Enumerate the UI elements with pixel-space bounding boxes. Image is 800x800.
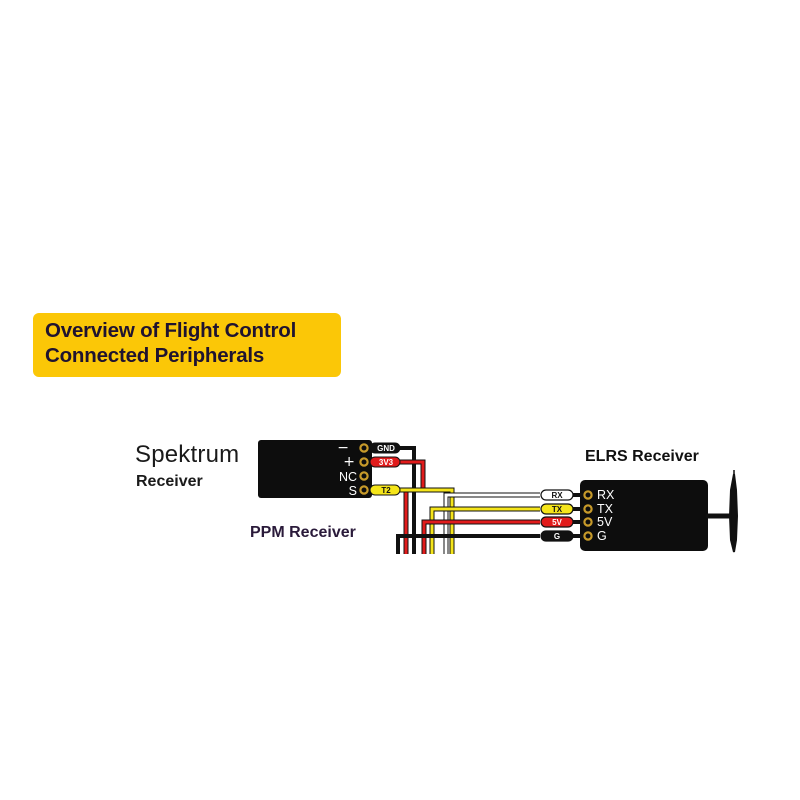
wire-tag-3v3: 3V3 — [379, 458, 394, 467]
wire-spektrum-gnd — [394, 446, 416, 554]
wire-tag-tx: TX — [552, 505, 563, 514]
pad — [583, 517, 593, 527]
spektrum-pin-nc-label: NC — [339, 470, 357, 484]
wire-tag-5v: 5V — [552, 518, 562, 527]
elrs-board — [580, 480, 708, 551]
elrs-pin-5v-label: 5V — [597, 515, 613, 529]
elrs-pads — [583, 490, 593, 541]
wire-tag-g: G — [554, 532, 560, 541]
wire-tag-rx: RX — [551, 491, 563, 500]
elrs-pin-tx-label: TX — [597, 502, 614, 516]
title-line-2: Connected Peripherals — [45, 344, 265, 367]
pad — [583, 531, 593, 541]
elrs-pin-g-label: G — [597, 529, 607, 543]
elrs-receiver-label: ELRS Receiver — [585, 448, 699, 465]
pad — [359, 471, 369, 481]
spektrum-pin-plus-label: + — [343, 454, 355, 470]
pad — [359, 443, 369, 453]
spektrum-pin-labels: − + NC S — [337, 440, 357, 498]
wire-tag-t2: T2 — [381, 486, 391, 495]
ppm-receiver-label: PPM Receiver — [250, 524, 356, 541]
wire-elrs-g — [396, 534, 540, 554]
spektrum-pads — [359, 443, 369, 495]
spektrum-brand-label: Spektrum — [135, 441, 240, 468]
pad — [583, 490, 593, 500]
title-line-1: Overview of Flight Control — [45, 319, 297, 342]
spektrum-pin-s-label: S — [349, 484, 357, 498]
wire-trunk — [394, 446, 540, 554]
spektrum-board — [258, 440, 372, 498]
pad — [583, 504, 593, 514]
elrs-wire-tags: RX TX 5V G — [540, 489, 583, 542]
antenna-icon — [705, 470, 738, 553]
elrs-pin-rx-label: RX — [597, 488, 615, 502]
wire-tag-gnd: GND — [377, 444, 395, 453]
spektrum-pin-gnd-label: − — [337, 440, 349, 456]
spektrum-wire-tags: GND 3V3 T2 — [369, 442, 401, 496]
pad — [359, 457, 369, 467]
elrs-pin-labels: RX TX 5V G — [597, 488, 615, 543]
title-banner: Overview of Flight Control Connected Per… — [33, 313, 341, 377]
spektrum-receiver-label: Receiver — [136, 473, 203, 490]
pad — [359, 485, 369, 495]
